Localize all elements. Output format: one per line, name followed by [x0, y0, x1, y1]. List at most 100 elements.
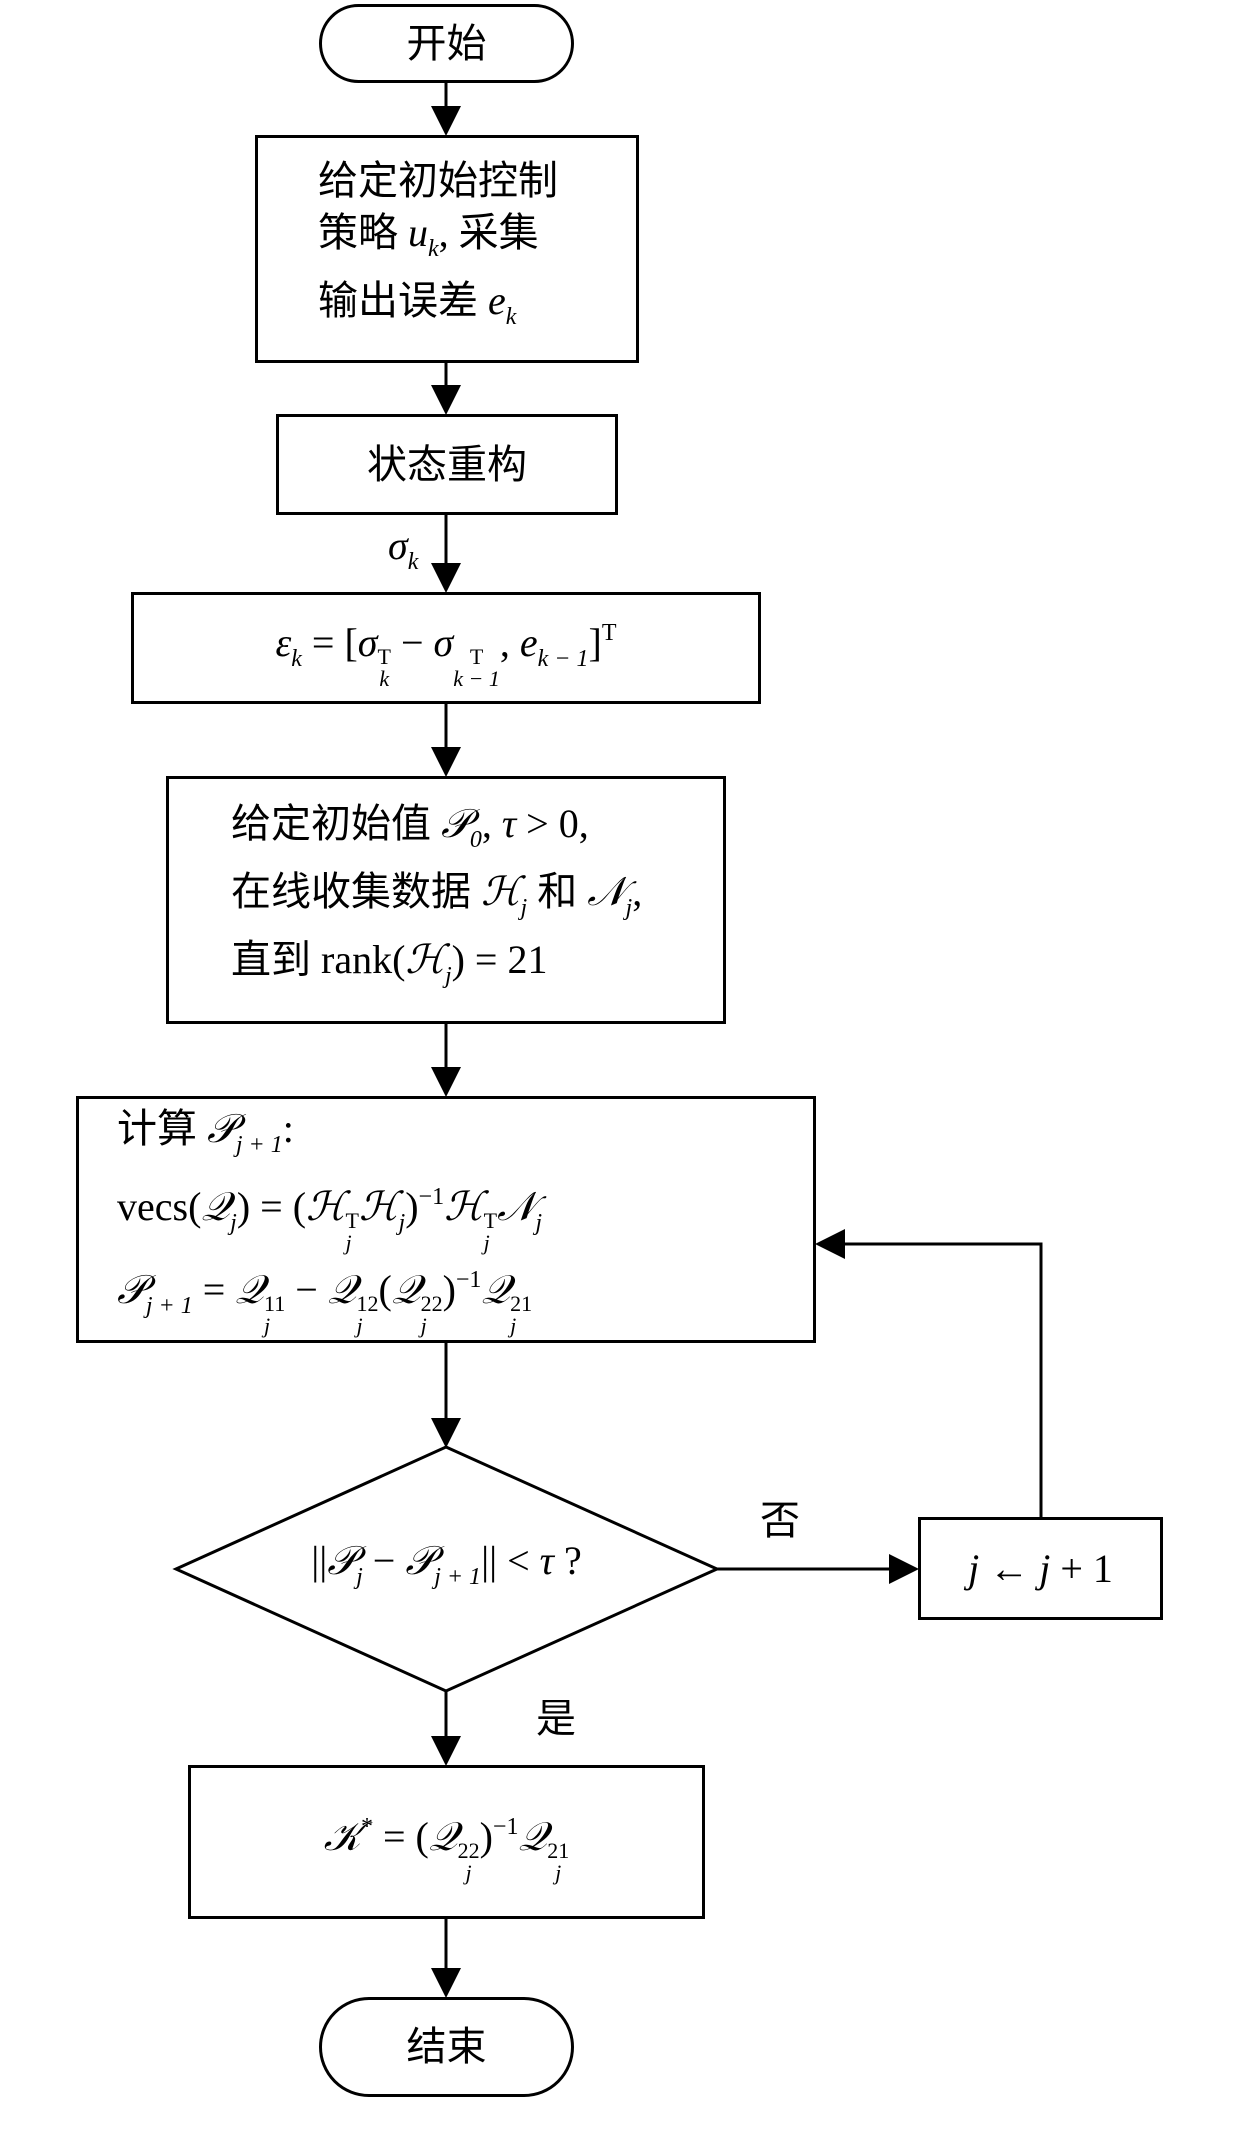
text-run: = ( [372, 1813, 429, 1859]
math-subscript: k [428, 236, 439, 262]
math-symbol: 𝒬 [428, 1813, 458, 1859]
math-symbol: ℋ [359, 1183, 399, 1229]
text-run: + 1 [1050, 1545, 1113, 1591]
math-symbol: e [488, 278, 506, 323]
text-run: − [285, 1266, 328, 1312]
sigma-edge-label: σk [388, 522, 418, 586]
text-run: ) [479, 1813, 493, 1859]
text-run: ← [979, 1545, 1040, 1591]
math-superscript: 12 [356, 1290, 379, 1316]
math-superscript: T [377, 643, 391, 669]
math-subscript: j [420, 1312, 427, 1338]
math-superscript: T [469, 643, 484, 669]
math-symbol: ε [275, 619, 292, 665]
math-symbol: σ [388, 523, 408, 568]
math-symbol: 𝒬 [481, 1266, 511, 1312]
text-run: , [481, 801, 502, 846]
math-superscript: * [360, 1813, 373, 1840]
node-text-line: 给定初始值 𝒫0, τ > 0, [231, 798, 723, 866]
text-run: || [311, 1538, 328, 1583]
text-run: || < [481, 1538, 540, 1583]
text-run: ) = 21 [451, 937, 548, 982]
decision-text: ||𝒫j − 𝒫j + 1|| < τ ? [176, 1520, 717, 1618]
math-symbol: 𝒫 [117, 1266, 146, 1312]
math-subscript: j [535, 1209, 543, 1236]
node-text-line: j ← j + 1 [921, 1543, 1160, 1595]
math-superscript: 21 [510, 1290, 533, 1316]
math-symbol: ℋ [306, 1183, 346, 1229]
text-run: ) = ( [236, 1183, 307, 1229]
text-run: 输出误差 [318, 278, 488, 323]
init-value-box: 给定初始值 𝒫0, τ > 0,在线收集数据 ℋj 和 𝒩j,直到 rank(ℋ… [166, 776, 726, 1024]
math-superscript: 22 [420, 1290, 443, 1316]
math-symbol: j [968, 1545, 980, 1591]
start-terminal: 开始 [319, 4, 574, 83]
math-subscript: j [264, 1312, 271, 1338]
text-run: 计算 [117, 1105, 207, 1151]
node-text-line: 策略 uk, 采集 [318, 207, 636, 275]
math-superscript: 11 [264, 1290, 286, 1316]
math-symbol: 𝒫 [207, 1105, 236, 1151]
text-run: ( [378, 1266, 392, 1312]
math-subscript: k [505, 304, 517, 330]
text-run: 给定初始值 [231, 801, 441, 846]
math-subscript: j [398, 1209, 406, 1236]
state-reconstruction-box: 状态重构 [276, 414, 618, 515]
text-run: ) [405, 1183, 419, 1229]
text-run: ] [588, 619, 602, 665]
node-text-line: 开始 [407, 18, 487, 70]
math-subscript: j [465, 1859, 472, 1885]
text-run: : [282, 1105, 294, 1151]
math-symbol: 𝒬 [518, 1813, 548, 1859]
text-run: = [ [301, 619, 358, 665]
math-symbol: 𝒬 [391, 1266, 421, 1312]
text-run: 结束 [406, 2024, 487, 2069]
math-symbol: 𝒫 [441, 801, 470, 846]
math-symbol: u [408, 210, 428, 255]
math-symbol: ℋ [481, 869, 521, 914]
text-run: > 0, [516, 801, 589, 846]
text-run: 开始 [406, 20, 487, 66]
text-run: vecs( [117, 1183, 202, 1229]
text-run: = [192, 1266, 236, 1312]
text-run: , 采集 [438, 210, 539, 255]
math-superscript: 21 [547, 1837, 570, 1863]
node-text-line: ||𝒫j − 𝒫j + 1|| < τ ? [176, 1535, 717, 1603]
math-symbol: 𝒩 [497, 1183, 536, 1229]
node-text-line: 状态重构 [279, 439, 615, 491]
text-run: , [499, 619, 520, 665]
text-run: 状态重构 [367, 441, 527, 487]
math-symbol: e [519, 619, 538, 665]
math-subscript: j [345, 1229, 352, 1255]
math-symbol: τ [501, 801, 517, 846]
math-subscript: j + 1 [145, 1292, 193, 1319]
math-subscript: k [291, 645, 302, 672]
text-run: , [632, 869, 643, 914]
math-subscript: j [510, 1312, 517, 1338]
math-symbol: 𝒫 [405, 1538, 435, 1583]
math-superscript: −1 [455, 1266, 482, 1293]
node-text-line: 输出误差 ek [318, 275, 636, 343]
math-superscript: 22 [457, 1837, 480, 1863]
math-subscript: j + 1 [434, 1564, 482, 1590]
math-subscript: j [555, 1859, 562, 1885]
arrow-loop-back [815, 1229, 1043, 1517]
math-subscript: k − 1 [537, 645, 589, 672]
text-run: ? [553, 1538, 582, 1583]
end-terminal: 结束 [319, 1997, 574, 2097]
math-symbol: 𝒦 [323, 1813, 361, 1859]
node-text-line: 计算 𝒫j + 1: [117, 1103, 813, 1171]
text-run: ) [442, 1266, 456, 1312]
math-subscript: j [520, 895, 528, 921]
math-subscript: j [356, 1564, 363, 1590]
